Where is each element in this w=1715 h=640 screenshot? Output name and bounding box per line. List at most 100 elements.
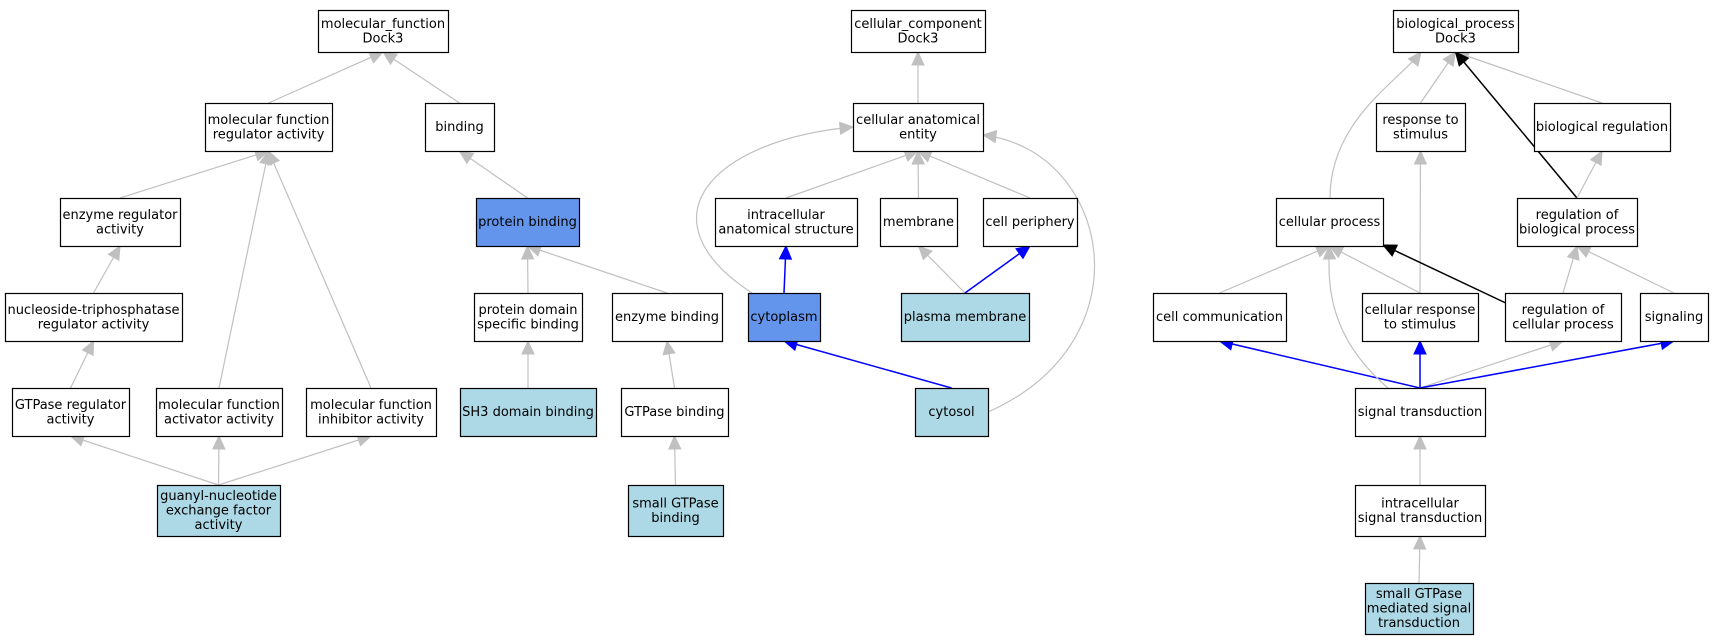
node-label-line: transduction xyxy=(1378,616,1460,631)
node-plasma-membrane: plasma membrane xyxy=(900,292,1031,343)
edge-bio_reg-to-bp_root xyxy=(1454,50,1603,104)
node-label-line: GTPase regulator xyxy=(15,398,127,413)
node-label-line: cellular anatomical xyxy=(856,113,980,128)
node-label-line: activity xyxy=(96,222,144,237)
edge-cell_resp_stim-to-resp_stim xyxy=(1413,149,1428,294)
node-label-line: regulation of xyxy=(1536,208,1619,223)
node-label-line: membrane xyxy=(883,215,954,230)
edge-gef-to-mf_activator xyxy=(212,434,226,486)
edge-intra_sig-to-sig_trans xyxy=(1413,434,1427,485)
edge-cytosol-to-cytoplasm xyxy=(782,338,952,389)
edge-binding-to-mf_root xyxy=(382,51,460,104)
edge-signaling-to-reg_bio_proc xyxy=(1575,245,1675,294)
node-label-line: cellular process xyxy=(1512,317,1614,332)
node-sig-trans: signal transduction xyxy=(1354,387,1487,438)
edge-enzyme_reg-to-mf_reg_act xyxy=(119,148,270,199)
edge-cytoplasm-to-cae xyxy=(696,121,855,294)
edge-reg_bio_proc-to-bio_reg xyxy=(1576,149,1603,199)
edge-enzyme_binding-to-protein_binding xyxy=(526,243,668,294)
edge-cell_periphery-to-cae xyxy=(916,149,1031,199)
node-membrane: membrane xyxy=(879,197,959,248)
edge-sig_trans-to-reg_cell_proc xyxy=(1419,338,1565,389)
node-label-line: exchange factor xyxy=(166,504,272,519)
node-label-line: regulator activity xyxy=(38,317,150,332)
edge-mf_inhibitor-to-mf_reg_act xyxy=(267,149,372,389)
edge-reg_cell_proc-to-reg_bio_proc xyxy=(1562,244,1580,294)
edge-cytosol-to-cae xyxy=(981,129,1096,413)
edge-small_gtpase_binding-to-gtpase_binding xyxy=(667,434,682,486)
node-label-line: to stimulus xyxy=(1384,317,1456,332)
edge-sh3-to-pdsb xyxy=(521,339,535,388)
edge-small_gtpase_sig-to-intra_sig xyxy=(1412,534,1427,584)
node-label-line: stimulus xyxy=(1393,127,1448,142)
edge-reg_cell_proc-to-cell_proc xyxy=(1381,244,1511,306)
node-label-line: Dock3 xyxy=(363,31,404,46)
node-label-line: regulation of xyxy=(1522,303,1605,318)
node-label-line: signaling xyxy=(1645,310,1704,325)
node-label-line: molecular function xyxy=(310,398,432,413)
node-cell-proc: cellular process xyxy=(1275,197,1385,248)
node-label-line: molecular function xyxy=(158,398,280,413)
edge-gtpase_binding-to-enzyme_binding xyxy=(662,339,676,389)
node-gtpase-binding: GTPase binding xyxy=(620,387,730,438)
node-label-line: intracellular xyxy=(747,208,825,223)
node-label-line: enzyme regulator xyxy=(62,208,178,223)
node-enzyme-binding: enzyme binding xyxy=(611,292,724,343)
node-label-line: response to xyxy=(1382,113,1458,128)
edge-mf_reg_act-to-mf_root xyxy=(268,51,385,104)
edge-plasma_membrane-to-membrane xyxy=(917,245,966,294)
node-label-line: intracellular xyxy=(1381,496,1459,511)
edge-pdsb-to-protein_binding xyxy=(520,244,535,294)
node-label-line: protein domain xyxy=(478,303,577,318)
edge-membrane-to-cae xyxy=(911,149,925,199)
edge-cae-to-cc_root xyxy=(911,50,925,103)
node-cytoplasm: cytoplasm xyxy=(747,292,822,343)
node-label-line: anatomical structure xyxy=(718,222,853,237)
node-label-line: regulator activity xyxy=(213,127,325,142)
node-label-line: SH3 domain binding xyxy=(462,405,594,420)
node-label-line: enzyme binding xyxy=(615,310,719,325)
node-label-line: binding xyxy=(651,511,699,526)
node-cell-comm: cell communication xyxy=(1152,292,1288,343)
edge-protein_binding-to-binding xyxy=(458,150,528,199)
node-label-line: entity xyxy=(899,127,937,142)
node-label-line: nucleoside-triphosphatase xyxy=(7,303,179,318)
edge-cell_proc-to-bp_root xyxy=(1329,51,1422,199)
node-label-line: Dock3 xyxy=(898,31,939,46)
edge-mf_activator-to-mf_reg_act xyxy=(218,149,273,389)
edge-gef-to-mf_inhibitor xyxy=(218,433,373,486)
node-label-line: cellular process xyxy=(1279,215,1381,230)
node-label-line: guanyl-nucleotide xyxy=(160,489,277,504)
edge-reg_bio_proc-to-bp_root xyxy=(1454,51,1578,199)
node-cell-periphery: cell periphery xyxy=(982,197,1079,248)
node-label-line: biological regulation xyxy=(1536,120,1668,135)
node-label-line: small GTPase xyxy=(1376,587,1462,602)
node-label-line: cellular_component xyxy=(854,17,982,32)
edge-ntp_reg-to-enzyme_reg xyxy=(92,244,121,294)
node-label-line: binding xyxy=(435,120,483,135)
node-label-line: GTPase binding xyxy=(624,405,724,420)
edge-cell_resp_stim-to-cell_proc xyxy=(1328,245,1421,294)
edge-gef-to-gtpase_reg xyxy=(69,433,219,486)
edge-sig_trans-to-cell_resp_stim xyxy=(1413,339,1427,388)
node-label-line: cytosol xyxy=(928,405,974,420)
